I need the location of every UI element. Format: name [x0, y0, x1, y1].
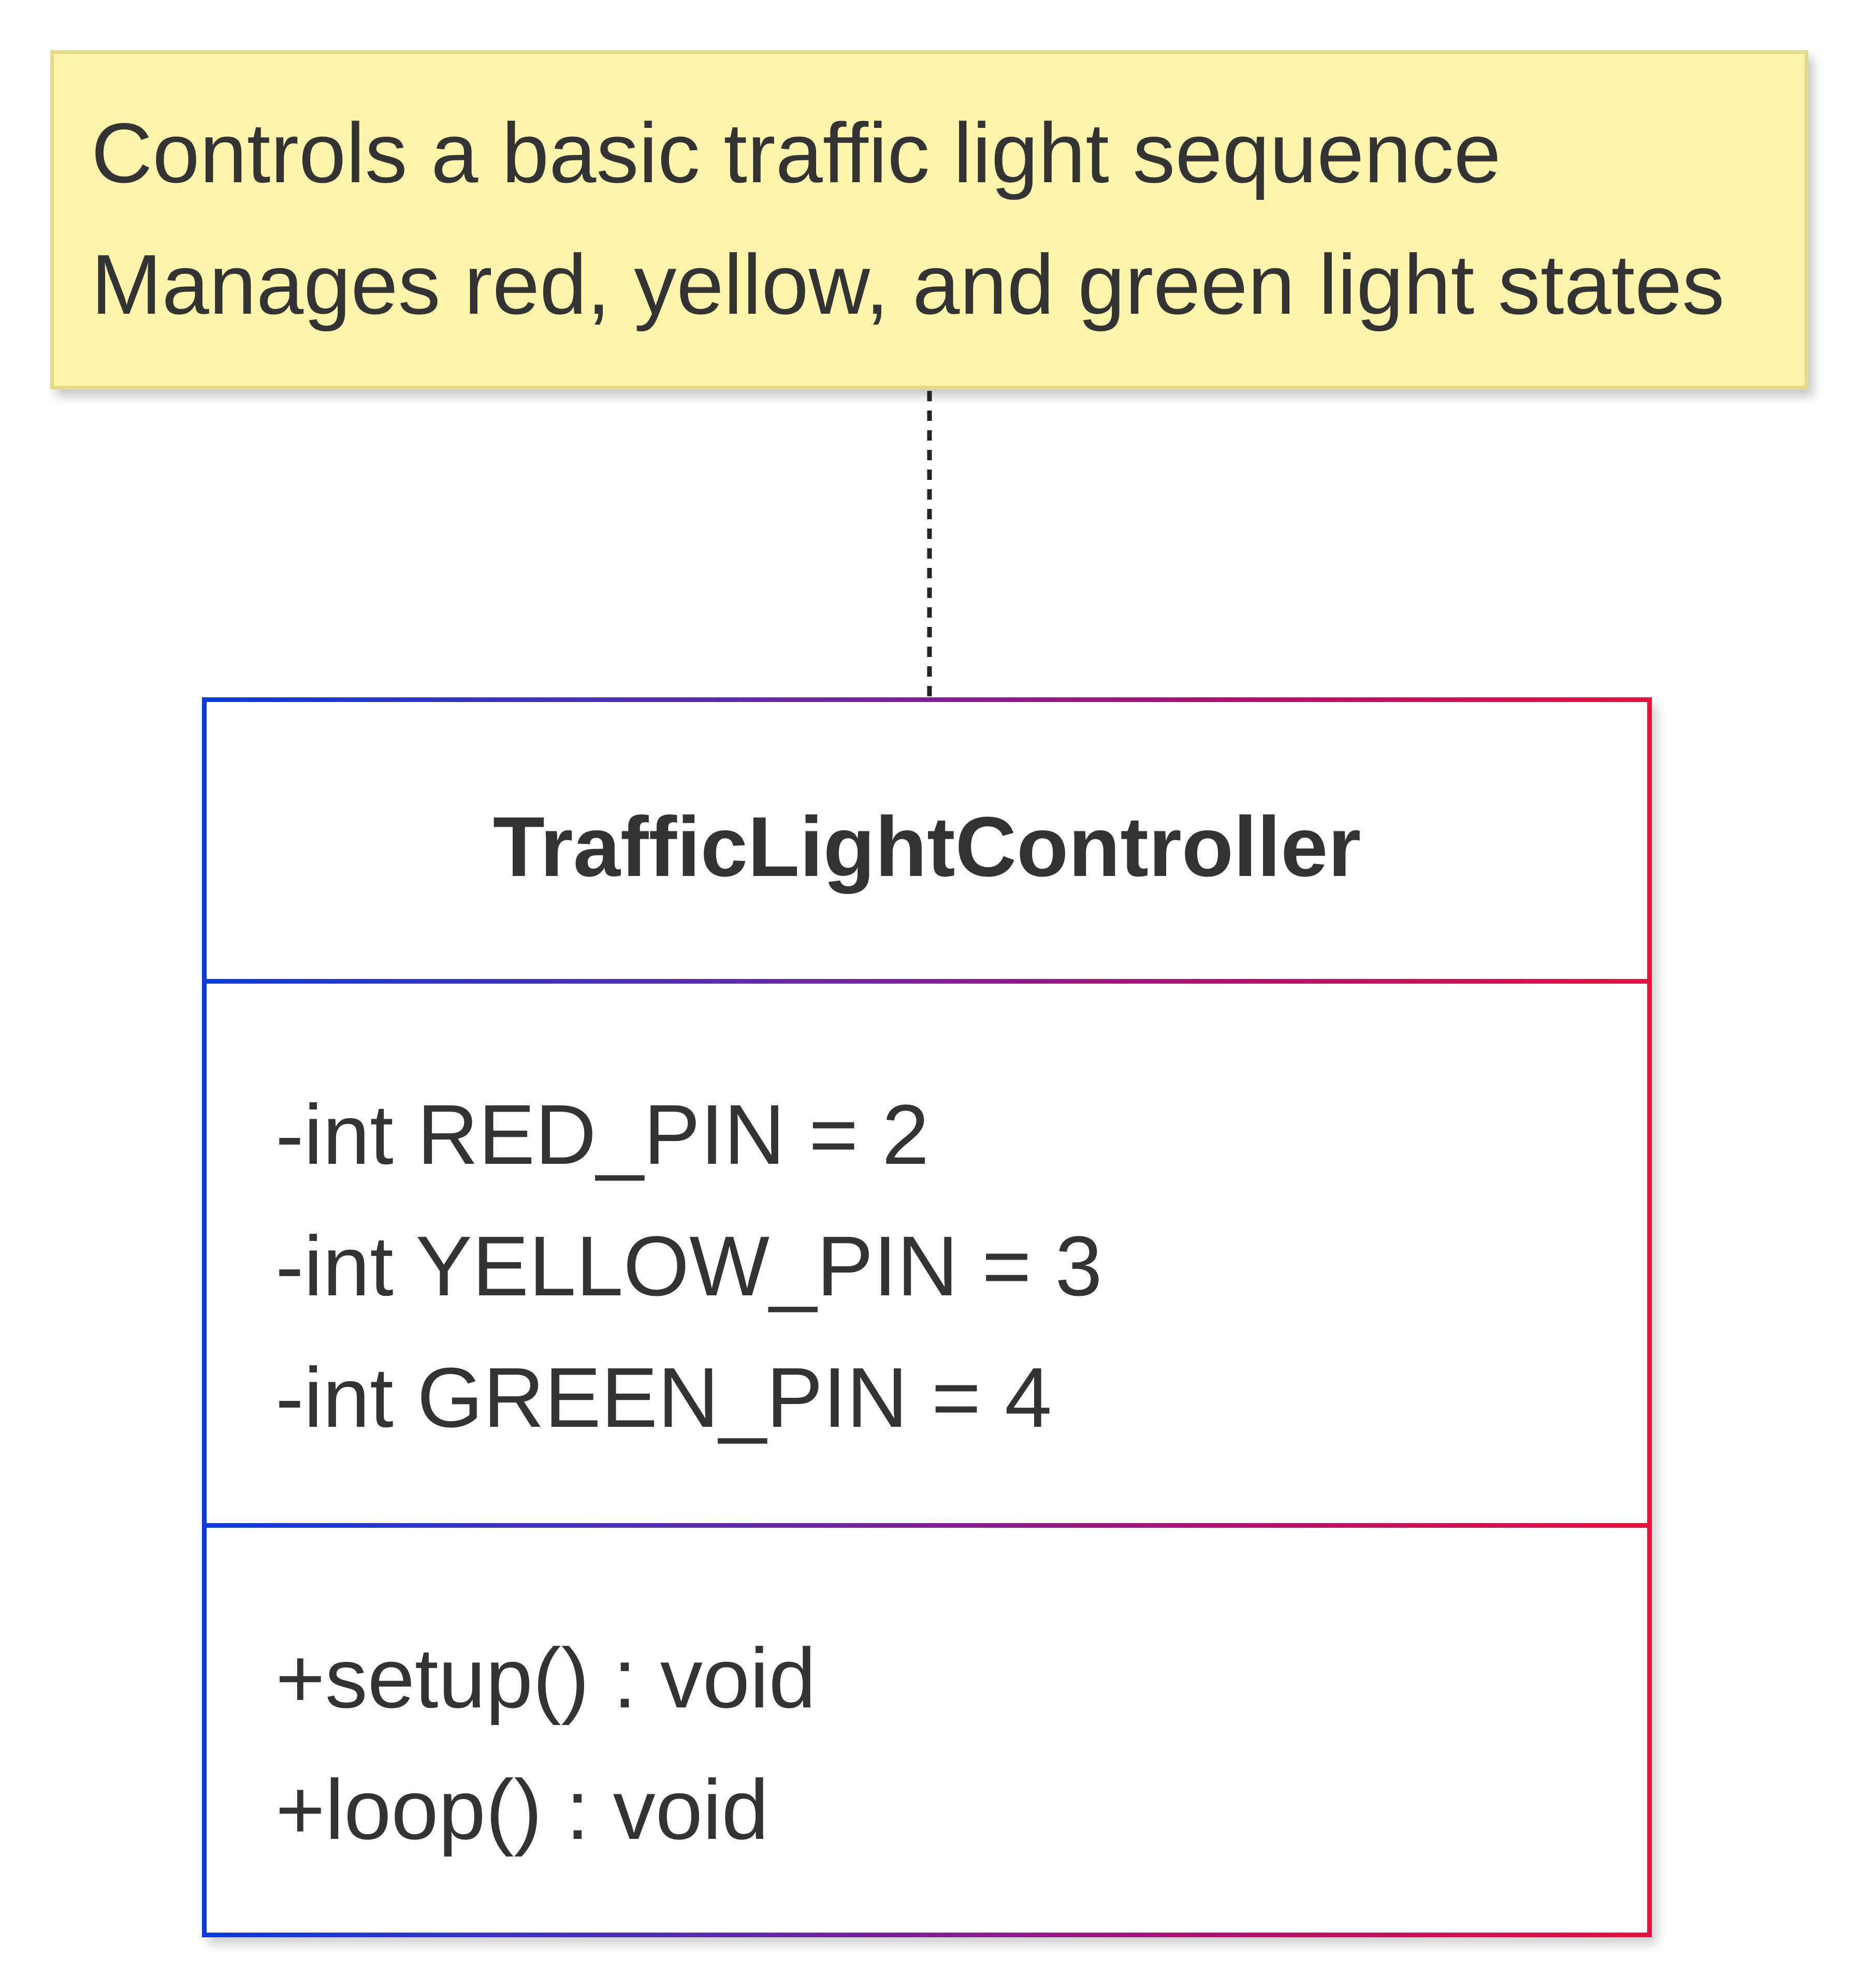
- class-border-left: [202, 697, 207, 1937]
- class-attribute: -int RED_PIN = 2: [275, 1087, 930, 1182]
- note-line-1: Controls a basic traffic light sequence: [91, 106, 1501, 200]
- note-line-2: Manages red, yellow, and green light sta…: [91, 237, 1725, 332]
- class-border-right: [1647, 697, 1652, 1937]
- note-box: Controls a basic traffic light sequence …: [50, 50, 1808, 389]
- class-border-top: [202, 697, 1652, 702]
- class-attribute: -int YELLOW_PIN = 3: [275, 1219, 1102, 1313]
- class-divider-attributes: [202, 1523, 1652, 1528]
- class-method: +loop() : void: [275, 1762, 769, 1857]
- class-divider-name: [202, 979, 1652, 984]
- class-name: TrafficLightController: [492, 799, 1361, 894]
- class-method: +setup() : void: [275, 1631, 816, 1726]
- class-border-bottom: [202, 1933, 1652, 1937]
- class-box: TrafficLightController -int RED_PIN = 2 …: [202, 697, 1652, 1937]
- class-attribute: -int GREEN_PIN = 4: [275, 1350, 1052, 1445]
